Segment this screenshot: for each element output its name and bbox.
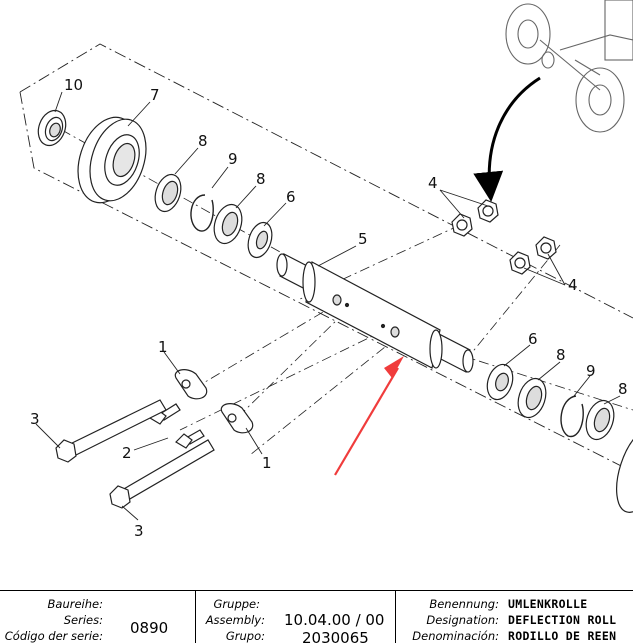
series-label-en: Series: (63, 613, 103, 627)
group-label-en: Assembly: (205, 613, 265, 627)
part-3-long-bolts (55, 399, 215, 509)
name-label-de: Benennung: (429, 597, 499, 611)
name-cell: Benennung: Designation: Denominación: UM… (396, 591, 633, 643)
callout-8: 8 (556, 346, 566, 364)
name-value-de: UMLENKROLLE (508, 597, 588, 611)
part-7-roll-right-partial (616, 427, 633, 513)
part-8-bearing-right-1 (517, 377, 547, 419)
group-number: 2030065 (302, 629, 369, 643)
callout-4: 4 (568, 276, 578, 294)
callout-10: 10 (64, 76, 83, 94)
name-value-es: RODILLO DE REEN (508, 629, 617, 643)
exploded-parts-diagram: 10 7 8 9 8 6 5 4 4 6 8 9 8 1 1 2 3 3 (19, 0, 633, 540)
callout-8: 8 (256, 170, 266, 188)
part-8-bearing-left-2 (213, 203, 243, 245)
assembly-number: 10.04.00 / 00 (284, 611, 385, 629)
part-9-circlip-left (190, 194, 214, 232)
callout-7: 7 (150, 86, 160, 104)
part-2-small-bolts (149, 403, 205, 449)
callout-9: 9 (228, 150, 238, 168)
title-block: Baureihe: Series: Código der serie: 0890… (0, 590, 633, 643)
part-4-nuts (451, 199, 557, 275)
callout-3: 3 (134, 522, 144, 540)
part-6-spacer-left (247, 221, 273, 259)
name-value-en: DEFLECTION ROLL (508, 613, 617, 627)
callout-5: 5 (358, 230, 368, 248)
callout-3: 3 (30, 410, 40, 428)
callout-6: 6 (528, 330, 538, 348)
part-5-shaft (276, 253, 474, 373)
part-8-bearing-right-2 (585, 399, 615, 441)
series-cell: Baureihe: Series: Código der serie: 0890 (0, 591, 196, 643)
callout-1: 1 (262, 454, 272, 472)
callout-9: 9 (586, 362, 596, 380)
series-value: 0890 (130, 619, 169, 637)
pointer-arrow (473, 76, 541, 202)
part-1-plates (174, 369, 254, 434)
callout-1: 1 (158, 338, 168, 356)
group-label-de: Gruppe: (213, 597, 260, 611)
group-cell: Gruppe: Assembly: Grupo: 10.04.00 / 00 2… (196, 591, 396, 643)
series-label-es: Código der serie: (4, 629, 103, 643)
group-label-es: Grupo: (225, 629, 265, 643)
callout-6: 6 (286, 188, 296, 206)
series-label-de: Baureihe: (47, 597, 103, 611)
part-10-bearing (37, 109, 67, 147)
highlight-arrow (334, 356, 404, 476)
leader-lines (35, 91, 621, 521)
callout-4: 4 (428, 174, 438, 192)
callout-2: 2 (122, 444, 132, 462)
name-label-es: Denominación: (412, 629, 499, 643)
part-8-bearing-left-1 (154, 173, 182, 213)
callout-8: 8 (198, 132, 208, 150)
machine-sketch (505, 0, 633, 133)
name-label-en: Designation: (426, 613, 499, 627)
part-9-circlip-right (560, 395, 584, 438)
callout-8: 8 (618, 380, 628, 398)
part-6-spacer-right (486, 363, 514, 401)
part-7-roll (77, 116, 147, 204)
